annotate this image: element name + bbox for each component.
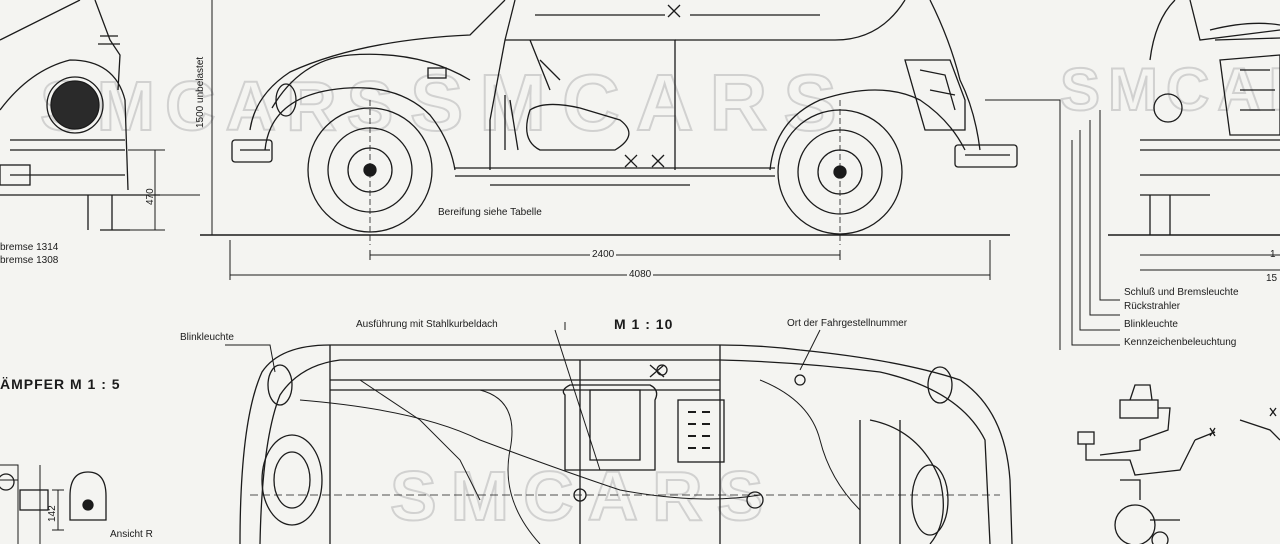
damper-scale-label: ÄMPFER M 1 : 5 <box>0 376 121 392</box>
brake-label-1: bremse 1314 <box>0 242 59 253</box>
sunroof-label: Ausführung mit Stahlkurbeldach <box>356 319 498 330</box>
watermark-text-2: SMCARS <box>410 58 853 147</box>
reflector-label: Rückstrahler <box>1124 301 1181 312</box>
plate-light-label: Kennzeichenbeleuchtung <box>1124 337 1237 348</box>
lamp-detail <box>1077 384 1280 544</box>
damper-detail <box>0 464 107 544</box>
view-r-label: Ansicht R <box>110 529 153 540</box>
watermark: SMCARS SMCARS SMCARS SMCARS <box>39 55 1280 536</box>
chassis-number-label: Ort der Fahrgestellnummer <box>787 318 908 329</box>
right-dim-2-label: 15 <box>1266 273 1278 284</box>
main-scale-label: M 1 : 10 <box>614 316 674 332</box>
front-view-left <box>0 0 165 231</box>
wheelbase-dimension: 2400 <box>590 249 617 260</box>
tire-note-label: Bereifung siehe Tabelle <box>438 207 542 218</box>
dim-142-label: 142 <box>47 505 58 522</box>
watermark-text-3: SMCARS <box>390 457 777 535</box>
rear-view-right <box>1071 0 1280 346</box>
ground-clearance-dimension: 470 <box>145 188 156 205</box>
overall-length-dimension: 4080 <box>627 269 654 280</box>
blinker-label: Blinkleuchte <box>180 332 234 343</box>
right-dim-1-label: 1 <box>1270 249 1276 260</box>
unloaded-height-label: 1500 unbelastet <box>195 56 206 128</box>
top-view-car <box>225 322 1013 544</box>
tail-brake-light-label: Schluß und Bremsleuchte <box>1124 287 1239 298</box>
right-blinker-label: Blinkleuchte <box>1124 319 1178 330</box>
brake-label-2: bremse 1308 <box>0 255 59 266</box>
side-view-car <box>160 0 1061 350</box>
